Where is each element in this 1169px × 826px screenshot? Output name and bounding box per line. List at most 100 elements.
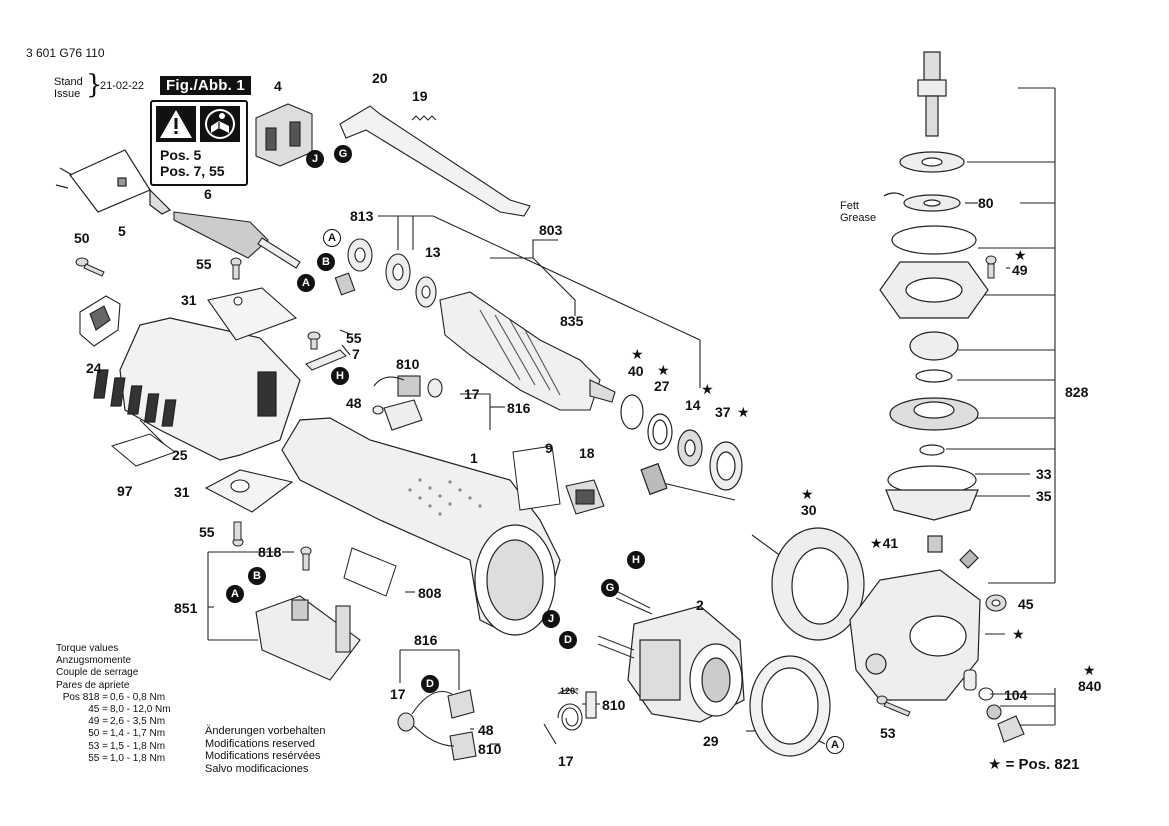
star-marker: ★ <box>1014 247 1027 263</box>
marker-a: A <box>826 736 844 754</box>
label-9 <box>512 445 561 511</box>
marker-d: D <box>559 631 577 649</box>
part-label: 48 <box>346 395 362 411</box>
part-label: 4 <box>274 78 282 94</box>
part-label: 18 <box>579 445 595 461</box>
torque-row: 45 =8,0 - 12,0 Nm <box>88 704 171 716</box>
part-label: 5 <box>118 223 126 239</box>
screw-55 <box>230 257 321 571</box>
cover-plate-31 <box>207 287 298 341</box>
figure-label: Fig./Abb. 1 <box>160 76 251 95</box>
fan-baffle-29 <box>749 655 831 757</box>
star-marker: ★ <box>657 362 670 378</box>
spring-19 <box>411 115 437 121</box>
marker-a: A <box>323 229 341 247</box>
warning-triangle-icon <box>156 106 196 142</box>
modification-notice: Änderungen vorbehalten Modifications res… <box>205 725 326 775</box>
clip-7 <box>305 349 347 371</box>
marker-g: G <box>601 579 619 597</box>
armature-803 <box>439 291 616 411</box>
part-label: 55 <box>346 330 362 346</box>
guard-30 <box>771 527 865 641</box>
part-label: 80 <box>978 195 994 211</box>
brush-holder-upper <box>372 375 443 431</box>
part-label: 1 <box>470 450 478 466</box>
label-97 <box>110 433 177 467</box>
star-legend: ★ = Pos. 821 <box>988 756 1080 773</box>
brace-symbol: } <box>86 70 103 100</box>
bearing-group-813 <box>334 238 437 308</box>
torque-values-table: Torque values Anzugsmomente Couple de se… <box>56 643 171 765</box>
power-plug <box>55 149 172 215</box>
part-label: 49 <box>1012 262 1028 278</box>
part-label: 20 <box>372 70 388 86</box>
screw-49 <box>985 255 997 279</box>
part-label: 810 <box>478 741 502 757</box>
part-label: 55 <box>199 524 215 540</box>
part-label: 48 <box>478 722 494 738</box>
part-label: 97 <box>117 483 133 499</box>
label-808 <box>343 547 397 597</box>
part-label: 35 <box>1036 488 1052 504</box>
part-label: 30 <box>801 502 817 518</box>
marker-b: B <box>317 253 335 271</box>
part-label: 810 <box>602 697 626 713</box>
part-label: 24 <box>86 360 102 376</box>
document-number: 3 601 G76 110 <box>26 46 105 60</box>
angle-label: 120° <box>560 686 579 696</box>
torque-row: 55 =1,0 - 1,8 Nm <box>88 752 166 764</box>
switch-rod-20 <box>339 105 531 217</box>
issue-label: Issue <box>54 88 81 100</box>
star-marker: ★ <box>1012 626 1025 642</box>
part-label: 828 <box>1065 384 1089 400</box>
part-label: 816 <box>414 632 438 648</box>
warning-box: Pos. 5 Pos. 7, 55 <box>150 100 248 186</box>
cable-sleeve <box>173 211 301 269</box>
part-label: 31 <box>174 484 190 500</box>
star-marker: ★ <box>737 404 750 420</box>
torque-title-en: Torque values <box>56 643 119 654</box>
torque-title-de: Anzugsmomente <box>56 655 132 667</box>
motor-housing-25 <box>93 317 301 461</box>
part-label: 7 <box>352 346 360 362</box>
star-marker: ★ <box>1083 662 1096 678</box>
marker-h: H <box>331 367 349 385</box>
part-label: 50 <box>74 230 90 246</box>
grease-applicator-icon <box>883 192 905 197</box>
torque-row: 50 =1,4 - 1,7 Nm <box>88 728 166 740</box>
brush-holder-lower <box>397 689 477 761</box>
brush-holder-851 <box>255 595 361 681</box>
part-label: 33 <box>1036 466 1052 482</box>
marker-a: A <box>297 274 315 292</box>
part-label: 6 <box>204 186 212 202</box>
marker-j: J <box>306 150 324 168</box>
part-label: 818 <box>258 544 282 560</box>
star-marker: ★ <box>631 346 644 362</box>
field-coil-stator-2 <box>627 605 745 723</box>
read-manual-icon <box>200 106 240 142</box>
part-label: 13 <box>425 244 441 260</box>
gear-housing-1 <box>281 417 561 636</box>
star-marker: ★ <box>701 381 714 397</box>
part-label: 104 <box>1004 687 1028 703</box>
part-label: 19 <box>412 88 428 104</box>
part-label: 813 <box>350 208 374 224</box>
part-label: 25 <box>172 447 188 463</box>
end-cap-24 <box>79 295 121 347</box>
issue-date: 21-02-22 <box>100 80 145 92</box>
spindle-lock-parts <box>963 669 1025 743</box>
spindle-stack <box>879 51 989 553</box>
torque-row: 49 =2,6 - 3,5 Nm <box>88 716 166 728</box>
grease-note: Fett Grease <box>840 200 877 224</box>
part-label: 29 <box>703 733 719 749</box>
stand-label: Stand <box>54 76 83 88</box>
part-label: 803 <box>539 222 563 238</box>
part-label: 851 <box>174 600 198 616</box>
part-label: 835 <box>560 313 584 329</box>
bearing-parts-right <box>620 394 743 496</box>
part-label: 816 <box>507 400 531 416</box>
warning-pos-line2: Pos. 7, 55 <box>160 163 225 179</box>
part-label: 53 <box>880 725 896 741</box>
stand-issue-labels: Stand Issue <box>54 76 83 100</box>
